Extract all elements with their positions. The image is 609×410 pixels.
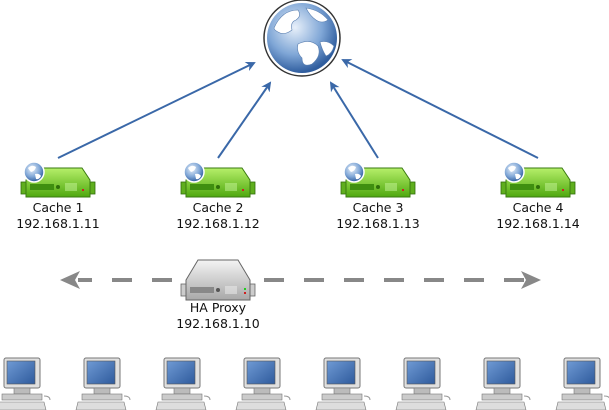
ha-proxy-server-icon [180,259,256,301]
cache-3-name: Cache 3 [353,200,404,215]
uplink-arrow-cache-2 [217,81,272,159]
client-computer-icon [155,357,211,410]
cache-2-name: Cache 2 [193,200,244,215]
client-computer-icon [235,357,291,410]
client-computer-icon [0,357,51,410]
cache-1-ip: 192.168.1.11 [16,216,100,231]
cache-server-1 [20,161,96,198]
client-computer-icon [315,357,371,410]
cache-server-3 [340,161,416,198]
cache-3-ip: 192.168.1.13 [336,216,420,231]
cache-server-2 [180,161,256,198]
load-balance-arrow-right [264,271,541,289]
client-computer-icon [555,357,609,410]
cache-server-4 [500,161,576,198]
uplink-arrow-cache-4 [341,59,539,159]
globe-icon [23,161,45,183]
uplink-arrow-cache-3 [329,81,379,159]
client-computer-icon [395,357,451,410]
client-computer-icon [75,357,131,410]
globe-icon [343,161,365,183]
client-computer-icon [475,357,531,410]
proxy-name: HA Proxy [190,300,247,315]
globe-icon [503,161,525,183]
cache-2-ip: 192.168.1.12 [176,216,260,231]
proxy-ip: 192.168.1.10 [176,316,260,331]
load-balance-arrow-left [60,271,172,289]
cache-1-name: Cache 1 [33,200,84,215]
cache-4-ip: 192.168.1.14 [496,216,580,231]
globe-icon [183,161,205,183]
cache-4-name: Cache 4 [513,200,564,215]
uplink-arrow-cache-1 [57,61,256,159]
internet-globe-icon [263,0,341,77]
